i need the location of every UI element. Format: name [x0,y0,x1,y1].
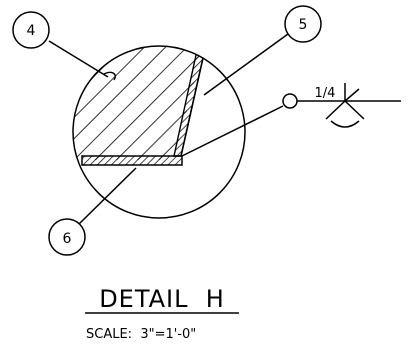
weld-symbol: 1/4 [181,83,401,157]
section-member [73,46,216,160]
weld-size-label: 1/4 [315,86,336,101]
contour-symbol [330,120,360,128]
scale-label: SCALE: 3"=1'-0" [86,327,196,342]
break-mark [103,71,116,81]
callout-5-label: 5 [299,17,308,33]
leader-6 [77,167,137,226]
detail-circle [72,45,246,219]
member-outline [180,46,217,157]
weld-arrow-line [181,105,284,157]
fillet-symbol-bottom [325,99,365,120]
callout-5-bubble [284,5,322,43]
leader-5 [203,33,289,96]
weld-strip-bottom [81,155,183,166]
callout-6-label: 6 [63,231,72,247]
callout-4-label: 4 [27,23,36,39]
detail-title: DETAIL H [99,285,225,313]
callout-6-bubble [48,218,86,256]
leader-4 [48,40,109,78]
fillet-symbol-top [344,83,360,103]
weld-all-around-circle [282,93,298,109]
callout-4-bubble [12,11,50,49]
